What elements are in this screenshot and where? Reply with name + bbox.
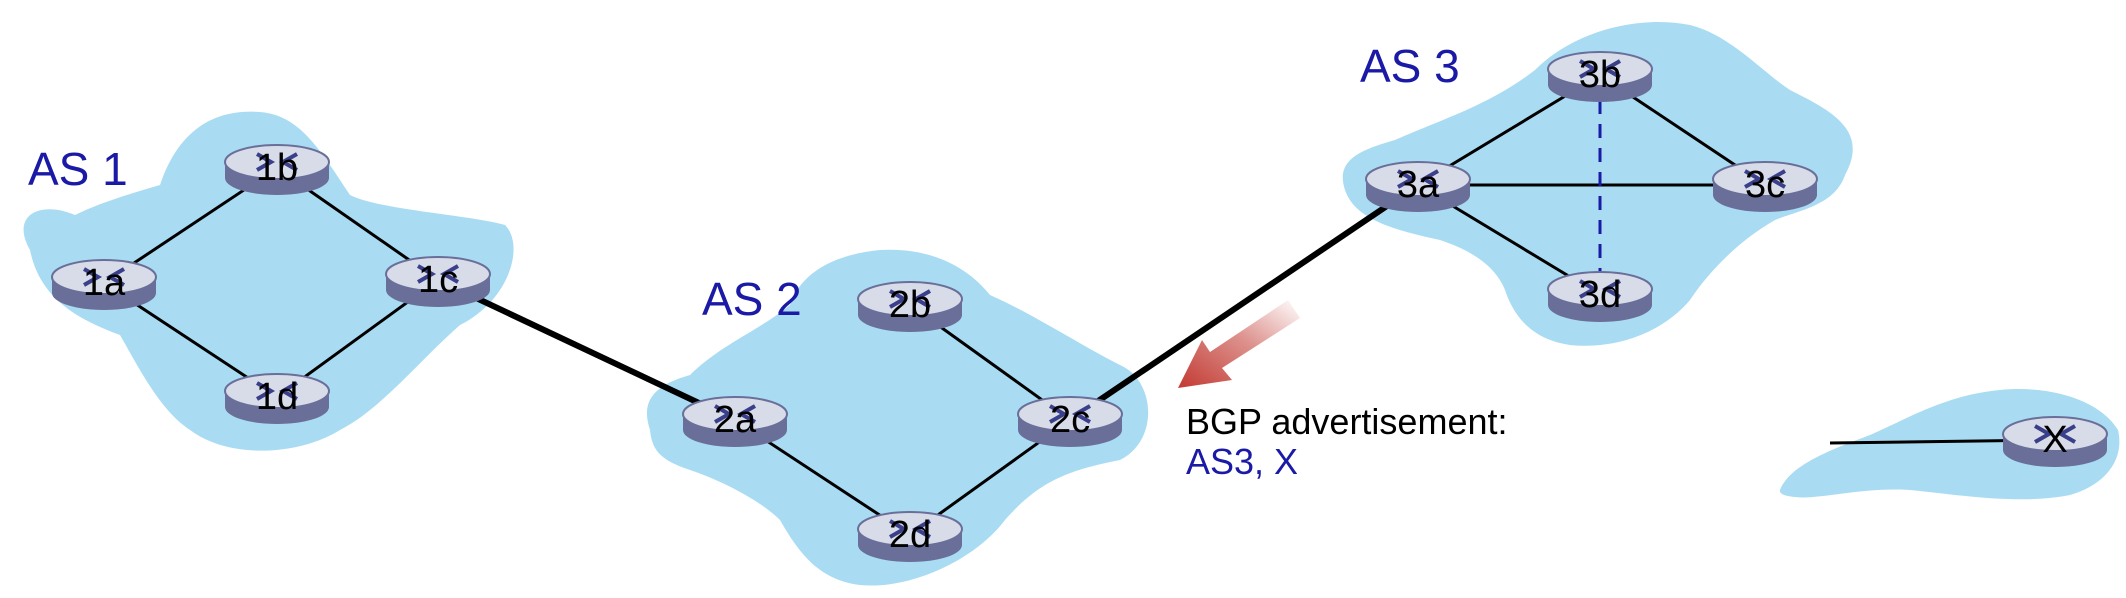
dest-cloud <box>1779 389 2120 500</box>
link-1c-2a <box>436 277 737 423</box>
router-label: 1c <box>418 259 458 301</box>
router-label: 2a <box>714 399 757 441</box>
as1-label: AS 1 <box>28 143 128 195</box>
router-x[interactable]: X <box>2002 416 2108 467</box>
router-label: 3a <box>1397 164 1440 206</box>
as-labels: AS 1 AS 2 AS 3 <box>28 40 1460 325</box>
router-1d[interactable]: 1d <box>224 373 330 424</box>
router-label: 3d <box>1579 274 1621 316</box>
router-label: 2c <box>1050 399 1090 441</box>
router-3b[interactable]: 3b <box>1547 51 1653 102</box>
router-3c[interactable]: 3c <box>1712 161 1818 212</box>
router-label: 1d <box>256 376 298 418</box>
router-2a[interactable]: 2a <box>682 396 788 447</box>
router-2d[interactable]: 2d <box>857 511 963 562</box>
link-2c-3a <box>1068 182 1420 423</box>
advertisement-path: AS3, X <box>1186 441 1298 482</box>
router-1a[interactable]: 1a <box>51 259 157 310</box>
router-label: 1b <box>256 147 298 189</box>
routers: 1a 1b 1c 1d 2a <box>51 51 2108 562</box>
router-label: 3c <box>1745 164 1785 206</box>
as-clouds <box>23 22 2120 586</box>
router-1b[interactable]: 1b <box>224 144 330 195</box>
router-3d[interactable]: 3d <box>1547 271 1653 322</box>
bgp-advertisement: BGP advertisement: AS3, X <box>1186 401 1508 482</box>
as3-label: AS 3 <box>1360 40 1460 92</box>
router-2b[interactable]: 2b <box>857 281 963 332</box>
advertisement-title: BGP advertisement: <box>1186 401 1508 442</box>
router-label: 3b <box>1579 54 1621 96</box>
router-1c[interactable]: 1c <box>385 256 491 307</box>
router-3a[interactable]: 3a <box>1365 161 1471 212</box>
router-label: 1a <box>83 262 126 304</box>
as2-label: AS 2 <box>702 273 802 325</box>
router-label: 2d <box>889 514 931 556</box>
advertisement-arrow-icon <box>1178 300 1300 388</box>
router-2c[interactable]: 2c <box>1017 396 1123 447</box>
router-label: X <box>2042 419 2067 461</box>
as1-cloud <box>23 111 514 451</box>
router-label: 2b <box>889 284 931 326</box>
as2-cloud <box>646 249 1149 586</box>
